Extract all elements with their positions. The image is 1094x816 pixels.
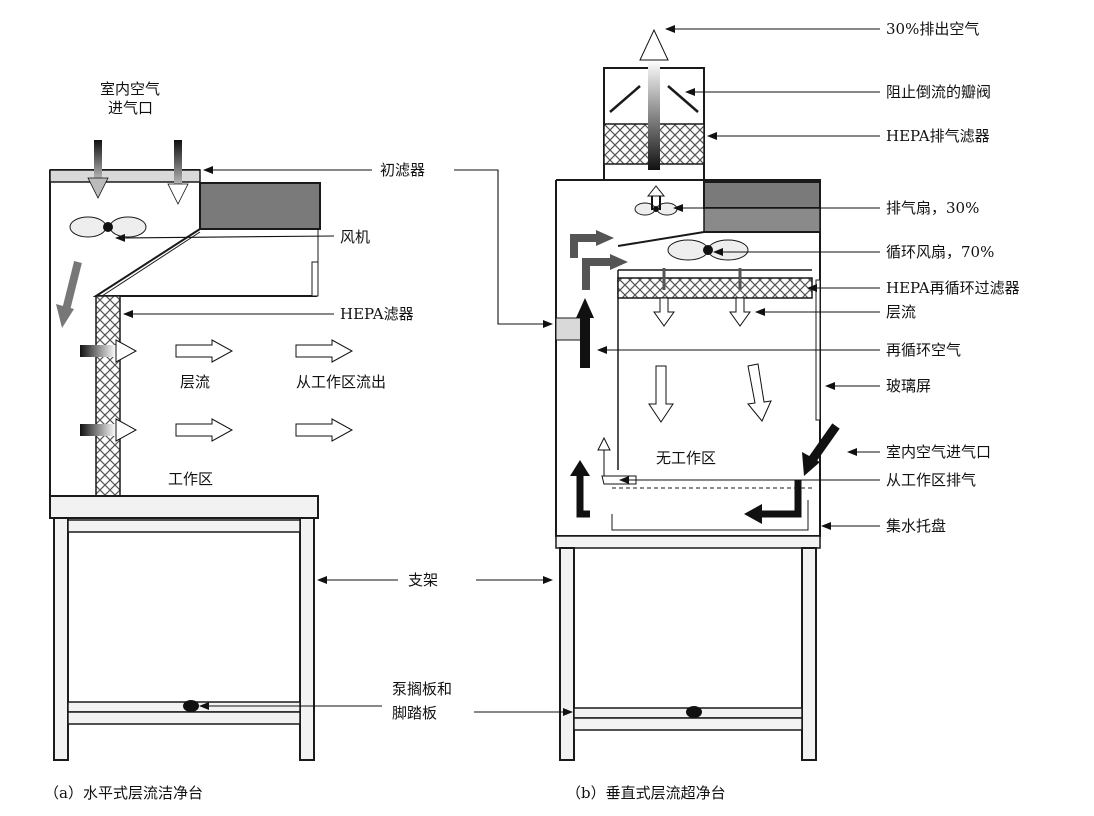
work-surface-left	[49, 495, 319, 519]
laminar-flow-label-left: 层流	[180, 373, 210, 391]
inlet-label-2: 进气口	[108, 99, 153, 117]
right-label-exhaust-air: 30%排出空气	[886, 20, 979, 38]
right-label-glass: 玻璃屏	[886, 377, 931, 395]
right-label-exhaust-fan: 排气扇，30%	[886, 199, 979, 217]
motor-block-left	[199, 182, 321, 230]
laminar-arrows-row2	[80, 418, 354, 442]
caption-left: （a）水平式层流洁净台	[44, 784, 203, 802]
inlet-label-1: 室内空气	[100, 80, 160, 98]
right-label-workzone-exhaust: 从工作区排气	[886, 471, 976, 489]
labels: 室内空气 进气口 层流 从工作区流出 工作区 无工作区 初滤器 风机 HEPA滤…	[44, 20, 1020, 802]
down-laminar-arrows	[648, 268, 772, 423]
exhaust-arrow-icon	[639, 28, 669, 170]
pump-board-label-1: 泵搁板和	[392, 680, 452, 698]
outflow-label: 从工作区流出	[296, 373, 386, 391]
hepa-label: HEPA滤器	[340, 305, 414, 323]
right-label-hepa-exhaust: HEPA排气滤器	[886, 127, 990, 145]
caption-right: （b）垂直式层流超净台	[566, 784, 726, 802]
pre-filter-label: 初滤器	[380, 161, 425, 179]
right-label-flap-valve: 阻止倒流的瓣阀	[886, 83, 991, 101]
exhaust-fan-icon	[634, 185, 678, 216]
pre-filter-strip-left	[49, 169, 201, 183]
inlet-arrow-icon	[87, 140, 189, 205]
hepa-filter-left	[95, 295, 121, 497]
motor-block-right	[703, 181, 821, 209]
right-label-room-inlet: 室内空气进气口	[886, 443, 991, 461]
horizontal-bench	[49, 140, 354, 761]
down-flow-arrow-icon	[56, 261, 82, 328]
right-label-drip-tray: 集水托盘	[886, 517, 946, 535]
right-label-recirc-fan: 循环风扇，70%	[886, 243, 994, 261]
recirc-fan-icon	[667, 239, 749, 261]
pump-board-label-2: 脚踏板	[392, 704, 437, 722]
right-label-hepa-recirc: HEPA再循环过滤器	[886, 279, 1020, 297]
support-label: 支架	[408, 571, 438, 589]
laminar-arrows-row1	[80, 339, 354, 363]
hepa-recirc-filter	[617, 277, 813, 299]
no-work-zone-label: 无工作区	[656, 449, 716, 467]
fan-icon	[69, 216, 147, 238]
work-zone-label: 工作区	[168, 470, 213, 488]
fan-label: 风机	[340, 228, 370, 246]
recirc-arrows-icon	[570, 230, 628, 368]
room-air-inlet-arrow	[802, 423, 840, 476]
vertical-bench	[555, 28, 840, 761]
right-label-recirc-air: 再循环空气	[886, 341, 961, 359]
right-label-laminar: 层流	[886, 303, 916, 321]
leader-lines	[115, 25, 880, 716]
